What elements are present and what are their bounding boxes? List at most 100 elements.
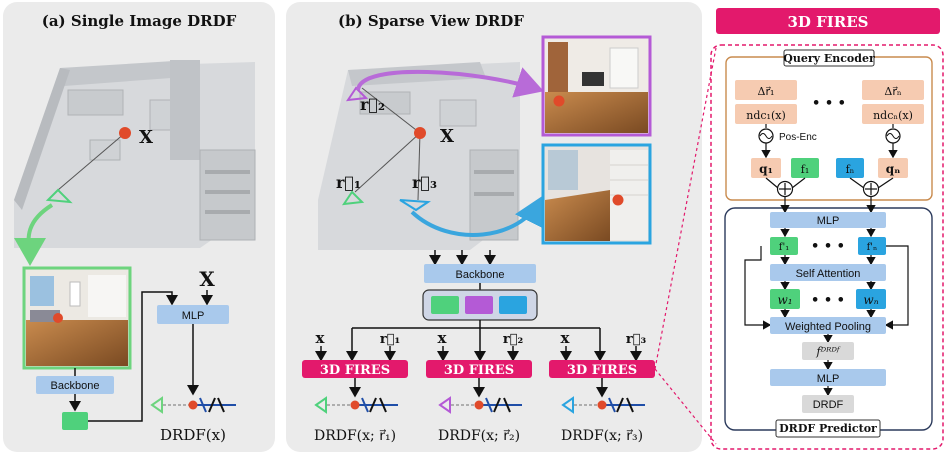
mlp-a — [157, 305, 229, 324]
w1-box — [770, 289, 800, 309]
weighted-pooling — [770, 317, 886, 334]
ray-label-3: r⃗₃ — [412, 173, 437, 192]
feature-2 — [465, 296, 493, 314]
mlp-a-label: MLP — [182, 310, 205, 322]
w1: w₁ — [777, 293, 792, 307]
point-label-b: X — [440, 126, 454, 147]
panel-c-frame — [710, 44, 944, 450]
output-3: DRDF(x; r⃗₃) — [561, 428, 643, 444]
fires-2-in-r: r⃗₂ — [503, 332, 523, 347]
ray-visual-a — [150, 396, 236, 414]
weighted-pooling-label: Weighted Pooling — [785, 321, 871, 333]
output-a: DRDF(x) — [160, 426, 226, 444]
camera-icon-1 — [341, 190, 365, 206]
fires-2-in-x: x — [438, 329, 448, 347]
ndc1: ndc₁(x) — [746, 109, 785, 122]
f1p: f'₁ — [779, 242, 789, 253]
wn: wₙ — [863, 293, 878, 307]
fires-block-2 — [426, 328, 532, 378]
view-arrow-2 — [356, 67, 544, 98]
qn-box — [878, 158, 908, 178]
mlp-c2-label: MLP — [817, 373, 840, 385]
point-label-a: X — [139, 127, 153, 148]
output-2: DRDF(x; r⃗₂) — [438, 428, 520, 444]
backbone-b-label: Backbone — [456, 269, 505, 281]
mlp-input-a: X — [199, 267, 215, 291]
camera-icon-a — [45, 188, 73, 204]
predictor-dots-2: • • • — [811, 293, 845, 308]
query-encoder-label: Query Encoder — [783, 52, 875, 65]
query-point-b — [414, 127, 426, 139]
f1: f₁ — [801, 163, 809, 176]
zoom-line-top — [654, 47, 717, 370]
skip-arrow-right — [884, 245, 909, 330]
ndcn: ndcₙ(x) — [873, 109, 913, 122]
drdf-box — [802, 395, 854, 413]
mlp-c1-label: MLP — [817, 215, 840, 227]
query-point-a — [119, 127, 131, 139]
wn-box — [856, 289, 886, 309]
predictor-dots-1: • • • — [811, 239, 845, 254]
predictor-label: DRDF Predictor — [779, 422, 877, 435]
output-1: DRDF(x; r⃗₁) — [314, 428, 396, 444]
fires-block-3 — [549, 328, 655, 378]
fires-1-label: 3D FIRES — [320, 363, 390, 378]
fires-block-1 — [302, 328, 408, 378]
query-encoder-label-box — [783, 49, 875, 67]
panel-b-title: (b) Sparse View DRDF — [338, 12, 524, 30]
panel-c-header — [716, 8, 940, 34]
zoom-line-bottom — [654, 368, 717, 445]
ndcn-box — [862, 104, 924, 124]
mlp-c1 — [770, 212, 886, 228]
qn: qₙ — [886, 162, 901, 176]
predictor-label-box — [775, 419, 881, 438]
fires-3-in-r: r⃗₃ — [626, 332, 647, 347]
q1: q₁ — [759, 162, 773, 176]
backbone-a — [36, 376, 114, 394]
f1p-box — [770, 237, 798, 255]
ray-visual-2 — [438, 378, 522, 414]
ndc1-box — [735, 104, 797, 124]
pos-enc-label: Pos-Enc — [779, 132, 817, 143]
fires-1-in-x: x — [316, 329, 326, 347]
q1-box — [751, 158, 781, 178]
panel-b-scene — [318, 62, 520, 250]
fires-3-label: 3D FIRES — [567, 363, 637, 378]
ray-visual-1 — [314, 378, 398, 414]
fn-box — [836, 158, 864, 178]
panel-a-scene — [14, 60, 256, 248]
ray-visual-3 — [561, 378, 645, 414]
ray-label-1: r⃗₁ — [336, 173, 361, 192]
camera-icon-3 — [399, 199, 431, 212]
mlp-c2 — [770, 369, 886, 386]
fn: fₙ — [846, 163, 855, 176]
query-encoder-frame — [725, 56, 933, 201]
delta-r1: Δr⃗₁ — [758, 85, 775, 98]
drdf-label: DRDF — [813, 399, 844, 411]
delta-rn: Δr⃗ₙ — [884, 85, 901, 98]
fires-2-label: 3D FIRES — [444, 363, 514, 378]
camera-icon-2 — [345, 86, 369, 102]
f1-box — [791, 158, 819, 178]
feature-to-mlp-arrow — [88, 291, 178, 422]
delta-rn-box — [862, 80, 924, 100]
input-image-3 — [541, 143, 652, 245]
ray-label-2: r⃗₂ — [360, 95, 385, 114]
fnp: f'ₙ — [867, 242, 878, 253]
view-arrow-3 — [410, 196, 544, 237]
panel-a-title: (a) Single Image DRDF — [42, 12, 237, 30]
feature-3 — [499, 296, 527, 314]
fires-1-in-r: r⃗₁ — [380, 332, 400, 347]
f-drdf: fᴰᴿᴰᶠ — [816, 345, 841, 358]
input-image-2 — [541, 35, 652, 137]
backbone-b — [424, 264, 536, 283]
encoder-dots: • • • — [812, 96, 846, 111]
view-arrow-a — [13, 203, 54, 266]
delta-r1-box — [735, 80, 797, 100]
f-drdf-box — [802, 342, 854, 360]
panel-c-title: 3D FIRES — [787, 13, 868, 31]
fires-3-in-x: x — [561, 329, 571, 347]
self-attention — [770, 264, 886, 281]
feature-1 — [431, 296, 459, 314]
